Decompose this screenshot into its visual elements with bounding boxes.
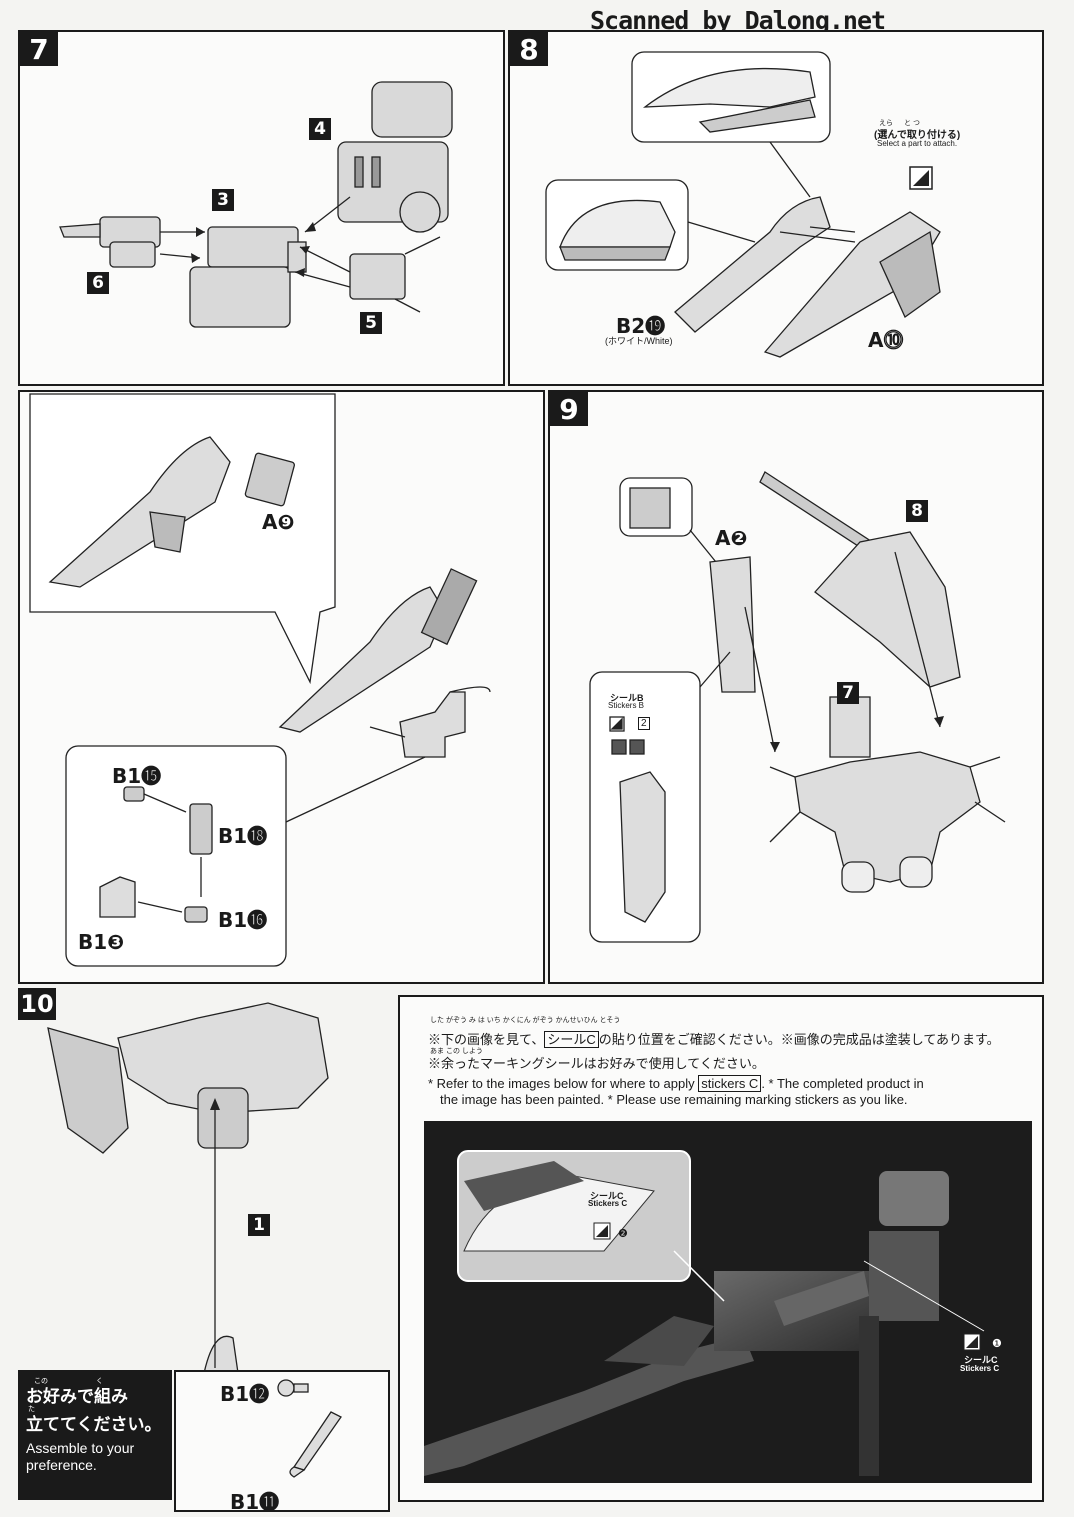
notes-jp-line-1-b: の貼り位置をご確認ください。※画像の完成品は塗装してあります。 [598, 1032, 1000, 1047]
part-callout-5: 5 [360, 312, 382, 334]
part-callout-3: 3 [212, 189, 234, 211]
optional-jp-line-1: お好みで組み [26, 1387, 128, 1406]
notes-jp-sticker-c: シールC [544, 1031, 599, 1048]
notes-jp-line-2: ※余ったマーキングシールはお好みで使用してください。 [428, 1056, 765, 1071]
part-label-b1-13: B1❸ [78, 930, 125, 954]
notes-jp-line-1-a: ※下の画像を見て、 [428, 1032, 545, 1047]
step-9-illustration [589, 471, 1006, 943]
part-label-b1-18: B1⓲ [218, 824, 268, 848]
step-number: 10 [18, 988, 56, 1020]
finished-photo-render [424, 1150, 985, 1476]
step-7-illustration [59, 81, 453, 328]
part-label-b1-12: B1⓬ [220, 1382, 270, 1406]
step-8-panel: 8 えら と つ (選んで取り付ける) Select a part to [508, 30, 1044, 386]
part-label-a10: A⓾ [868, 328, 904, 352]
optional-ruby-2: く [96, 1378, 103, 1385]
sticker-b-en: Stickers B [608, 701, 645, 710]
main-sticker-c-number: ❶ [992, 1338, 1002, 1350]
optional-ruby-1: この [34, 1378, 48, 1385]
finished-photo: シールC Stickers C ❷ ❶ シールC Stickers C [424, 1121, 1032, 1483]
optional-ruby-3: た [28, 1406, 35, 1413]
part-callout-6: 6 [87, 272, 109, 294]
sticker-b-jp: シールB [610, 693, 644, 703]
part-label-b1-11: B1⓫ [230, 1490, 280, 1514]
step-number: 8 [510, 32, 548, 66]
step-number: 7 [20, 32, 58, 66]
step-8-sub-illustration [29, 393, 491, 967]
part-callout-7: 7 [837, 682, 859, 704]
select-ruby-2: と つ [904, 120, 920, 127]
inset-sticker-c-jp: シールC [590, 1191, 624, 1201]
optional-jp-line-2: 立ててください。 [26, 1415, 162, 1434]
sticker-b-number: 2 [638, 717, 650, 730]
part-label-a9: A❾ [262, 510, 295, 534]
optional-parts-illustration [277, 1379, 342, 1478]
notes-en-sticker-c: stickers C [698, 1075, 762, 1092]
step-7-panel: 7 [18, 30, 505, 386]
main-sticker-c-jp: シールC [964, 1355, 998, 1365]
main-sticker-c-en: Stickers C [960, 1364, 1000, 1373]
part-callout-4: 4 [309, 118, 331, 140]
part-label-a2: A❷ [715, 526, 748, 550]
select-note-jp: (選んで取り付ける) [874, 130, 961, 141]
inset-sticker-c-number: ❷ [618, 1228, 628, 1240]
step-8-illustration [545, 51, 941, 358]
select-note-en: Select a part to attach. [877, 139, 958, 148]
notes-en-line-1-b: . * The completed product in [761, 1076, 924, 1091]
optional-parts-panel: B1⓬ B1⓫ [174, 1370, 390, 1514]
inset-sticker-c-en: Stickers C [588, 1199, 628, 1208]
notes-en-line-1: * Refer to the images below for where to… [428, 1075, 924, 1092]
notes-ruby-line-1: した がぞう み は いち かくにん がぞう かんせいひん とそう [430, 1017, 621, 1024]
part-label-b2-19: B2⓳ [616, 314, 666, 338]
select-ruby: えら [879, 120, 893, 127]
optional-en-line-2: preference. [26, 1457, 97, 1473]
part-callout-1: 1 [248, 1214, 270, 1236]
part-label-b1-16: B1⓰ [218, 908, 268, 932]
optional-en-line-1: Assemble to your [26, 1440, 135, 1456]
part-label-b1-15: B1⓯ [112, 764, 162, 788]
finished-product-panel: した がぞう み は いち かくにん がぞう かんせいひん とそう ※下の画像を… [398, 995, 1044, 1502]
step-8-sub-panel: A❾ B1⓯ B1⓲ B1❸ B1⓰ [18, 390, 545, 984]
step-9-panel: 9 [548, 390, 1044, 984]
notes-ruby-line-2: あま この しよう [430, 1048, 483, 1055]
step-number: 9 [550, 392, 588, 426]
part-color-note: (ホワイト/White) [605, 336, 673, 346]
optional-assembly-box: この く お好みで組み た 立ててください。 Assemble to your … [18, 1370, 172, 1500]
notes-en-line-1-a: * Refer to the images below for where to… [428, 1076, 695, 1091]
notes-en-line-2: the image has been painted. * Please use… [440, 1092, 908, 1107]
part-callout-8: 8 [906, 500, 928, 522]
